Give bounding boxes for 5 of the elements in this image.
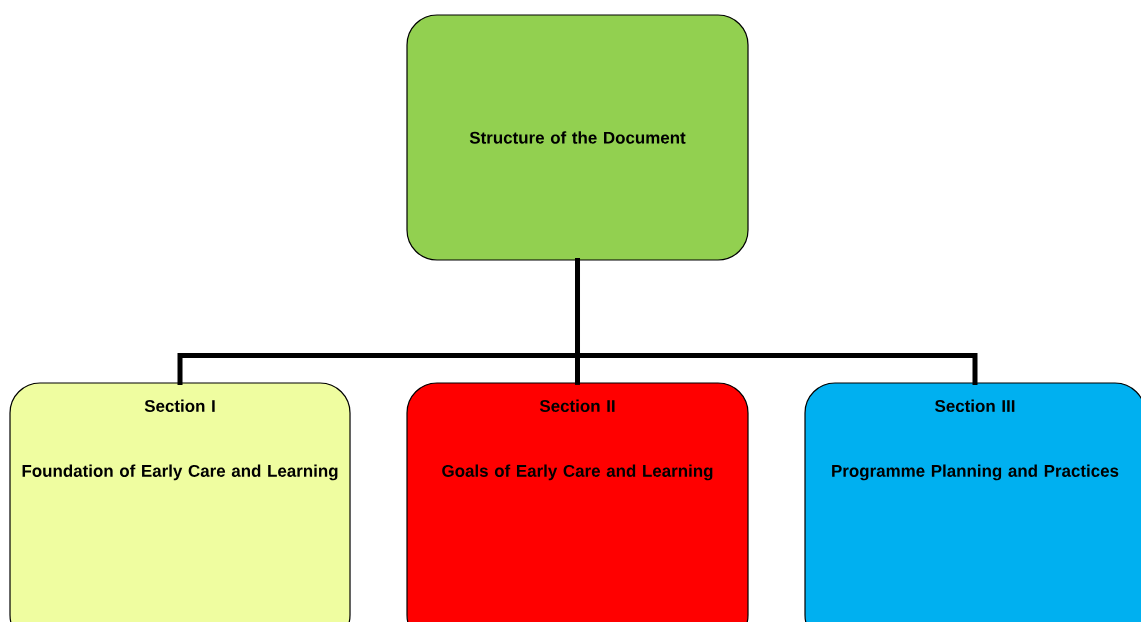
connector-line — [575, 258, 978, 385]
section-box: Section III Programme Planning and Practices — [804, 382, 1141, 622]
section-box: Section I Foundation of Early Care and Learning — [9, 382, 351, 622]
section-box: Section II Goals of Early Care and Learning — [406, 382, 749, 622]
section-box: Structure of the Document — [406, 14, 749, 261]
